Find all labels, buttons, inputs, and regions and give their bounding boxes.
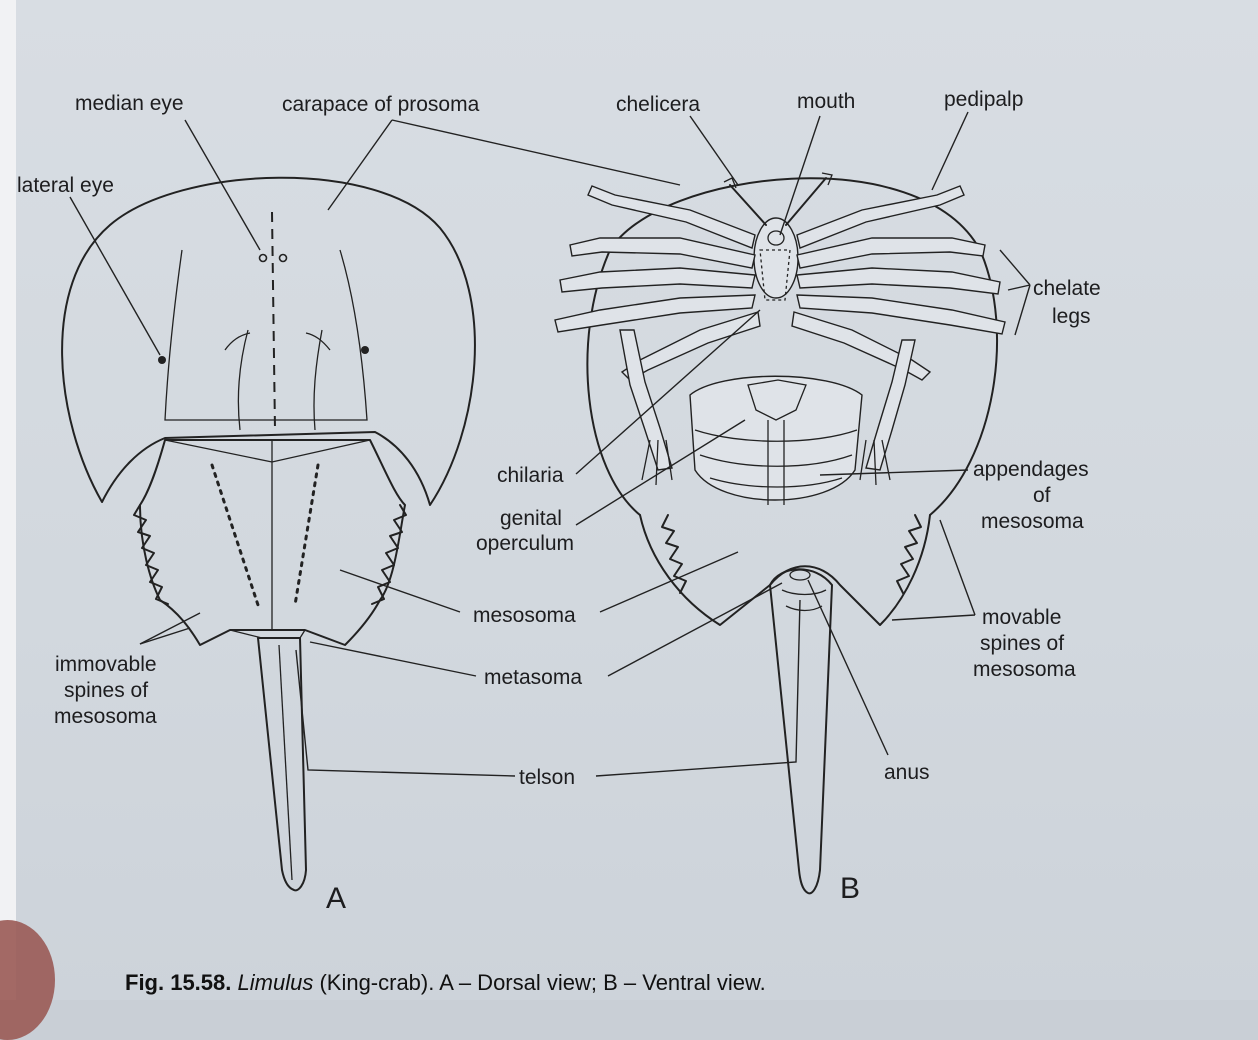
label-mesosoma: mesosoma [473, 604, 576, 627]
anus-mark [790, 570, 810, 580]
label-movable-spines-of: spines of [980, 632, 1064, 655]
dorsal-carapace [62, 178, 475, 505]
figure-page: median eye carapace of prosoma lateral e… [0, 0, 1258, 1000]
median-eye-right [280, 255, 287, 262]
label-telson: telson [519, 766, 575, 789]
caption-text: (King-crab). A – Dorsal view; B – Ventra… [313, 970, 765, 995]
label-appendages: appendages [973, 458, 1089, 481]
label-carapace-of-prosoma: carapace of prosoma [282, 93, 480, 116]
limulus-diagram: median eye carapace of prosoma lateral e… [0, 0, 1258, 1000]
caption-figure-number: Fig. 15.58. [125, 970, 231, 995]
ventral-view [555, 173, 1005, 893]
lateral-eye-right [361, 346, 369, 354]
ventral-spines-left [662, 515, 686, 593]
dorsal-view [62, 178, 475, 891]
label-mouth: mouth [797, 90, 855, 113]
lateral-eye-left [158, 356, 166, 364]
figure-caption: Fig. 15.58. Limulus (King-crab). A – Dor… [125, 970, 766, 996]
label-movable: movable [982, 606, 1061, 629]
ventral-telson [770, 569, 832, 893]
label-immovable-mesosoma: mesosoma [54, 705, 157, 728]
view-letter-b: B [840, 872, 860, 905]
dorsal-spines-left [134, 505, 168, 604]
label-appendages-of: of [1033, 484, 1051, 507]
label-median-eye: median eye [75, 92, 184, 115]
median-eye-left [260, 255, 267, 262]
label-appendages-mesosoma: mesosoma [981, 510, 1084, 533]
label-metasoma: metasoma [484, 666, 582, 689]
view-letter-a: A [326, 882, 346, 915]
label-chelate: chelate [1033, 277, 1101, 300]
label-immovable: immovable [55, 653, 157, 676]
label-pedipalp: pedipalp [944, 88, 1023, 111]
label-movable-mesosoma: mesosoma [973, 658, 1076, 681]
ventral-mesosoma [640, 515, 930, 625]
label-anus: anus [884, 761, 930, 784]
label-chilaria: chilaria [497, 464, 564, 487]
dorsal-spines-right [372, 505, 406, 604]
label-operculum: operculum [476, 532, 574, 555]
caption-genus: Limulus [238, 970, 314, 995]
label-immovable-spines-of: spines of [64, 679, 148, 702]
label-legs: legs [1052, 305, 1091, 328]
ventral-spines-right [897, 515, 921, 593]
dorsal-cardiac-area [165, 250, 367, 420]
label-chelicera: chelicera [616, 93, 700, 116]
label-lateral-eye: lateral eye [17, 174, 114, 197]
label-genital: genital [500, 507, 562, 530]
